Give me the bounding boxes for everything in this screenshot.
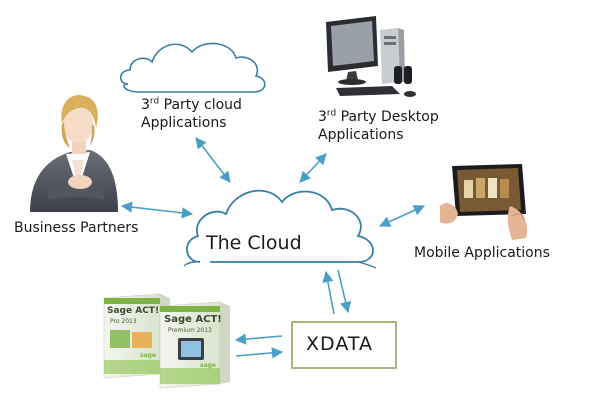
arrow-cloudapps-cloud bbox=[195, 137, 231, 183]
the-cloud-label: The Cloud bbox=[206, 232, 302, 254]
arrows bbox=[120, 137, 426, 359]
arrow-desktop-cloud bbox=[299, 153, 327, 183]
main-cloud-icon bbox=[183, 189, 377, 269]
label-line1: Party Desktop bbox=[336, 109, 439, 125]
ordinal-suffix: rd bbox=[149, 96, 160, 107]
desktop-computer-icon bbox=[326, 16, 416, 97]
small-cloud-icon bbox=[119, 42, 266, 93]
product-pro-logo: sage bbox=[140, 352, 156, 359]
ordinal-suffix: rd bbox=[326, 108, 337, 119]
arrow-products-xdata-lower bbox=[235, 347, 284, 359]
ordinal-number: 3 bbox=[141, 97, 150, 113]
product-premium-brand: Sage ACT! bbox=[164, 314, 222, 325]
product-pro-brand: Sage ACT! bbox=[107, 306, 160, 316]
xdata-label: XDATA bbox=[306, 333, 373, 355]
product-pro-edition: Pro 2013 bbox=[110, 318, 137, 325]
ordinal-number: 3 bbox=[318, 109, 327, 125]
arrow-mobile-cloud bbox=[378, 205, 426, 227]
product-premium-logo: sage bbox=[200, 362, 216, 369]
arrow-partners-cloud bbox=[120, 201, 194, 219]
arrow-cloud-xdata-down bbox=[337, 269, 352, 314]
product-box-premium bbox=[159, 301, 230, 389]
third-party-cloud-label: 3rd Party cloud Applications bbox=[141, 96, 242, 132]
product-premium-edition: Premium 2013 bbox=[168, 327, 212, 334]
business-partners-label: Business Partners bbox=[14, 220, 139, 236]
arrow-xdata-cloud-up bbox=[322, 270, 335, 315]
tablet-icon bbox=[440, 164, 528, 240]
third-party-desktop-label: 3rd Party Desktop Applications bbox=[318, 108, 439, 144]
mobile-applications-label: Mobile Applications bbox=[414, 245, 550, 261]
software-box-icon bbox=[103, 293, 230, 389]
label-line1: Party cloud bbox=[159, 97, 242, 113]
arrow-xdata-products-upper bbox=[234, 333, 283, 345]
xdata-box bbox=[291, 321, 397, 369]
businesswoman-photo bbox=[30, 95, 118, 212]
label-line2: Applications bbox=[318, 127, 404, 143]
label-line2: Applications bbox=[141, 115, 227, 131]
